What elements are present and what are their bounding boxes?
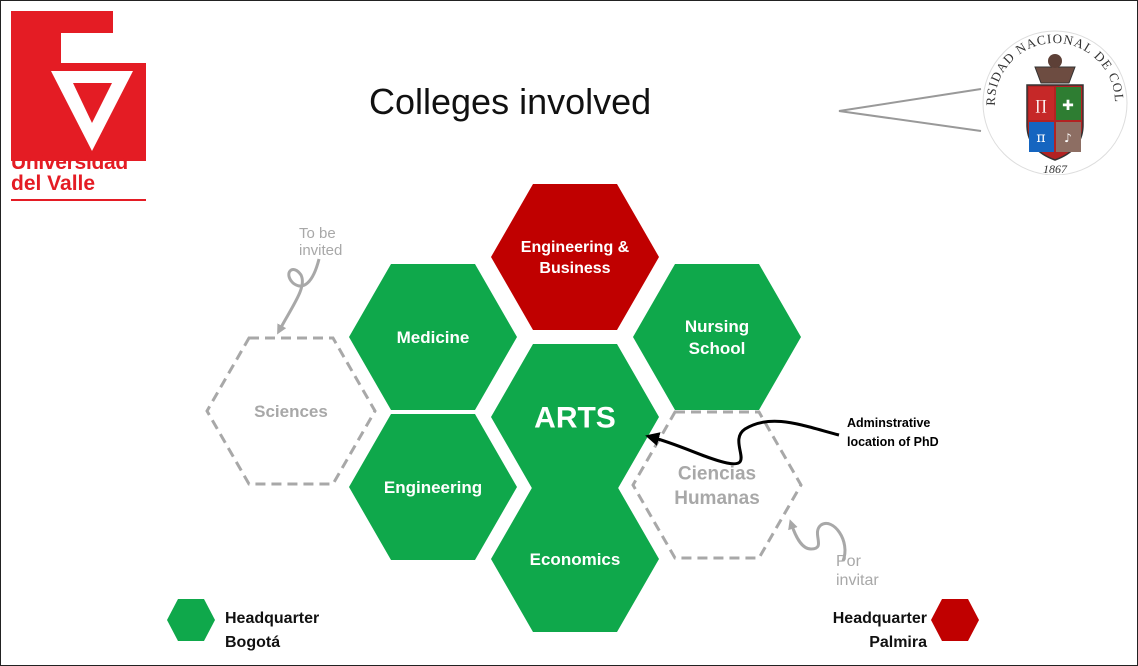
univalle-name-line2: del Valle <box>11 172 96 195</box>
to-be-invited-note: To be invited <box>299 225 342 259</box>
por-invitar-note: Por invitar <box>836 552 879 590</box>
univalle-name-line1: Universidad <box>11 151 128 174</box>
hexagon-shape-sciences <box>205 336 377 486</box>
hexagon-sciences: Sciences <box>205 336 377 486</box>
hexagon-label-nursing-school: Nursing <box>685 317 749 336</box>
legend-palmira-line1: Headquarter <box>832 610 927 627</box>
hexagon-label-engineering-business: Business <box>539 260 610 277</box>
unal-seal: UNIVERSIDAD NACIONAL DE COLOMBIA 1867 ∏ … <box>971 3 1133 176</box>
legend-bogota-line2: Bogotá <box>225 634 281 651</box>
por-invitar-line1: Por <box>836 553 861 570</box>
legend-bogota-line1: Headquarter <box>225 610 320 627</box>
hexagon-label-ciencias-humanas: Humanas <box>674 488 760 509</box>
svg-text:π: π <box>1036 130 1045 146</box>
page-title: Colleges involved <box>369 81 652 122</box>
hexagon-engineering-business: Engineering & Business <box>491 184 659 330</box>
hexagon-medicine: Medicine <box>349 264 517 410</box>
por-invitar-arrow <box>788 519 847 562</box>
hexagon-label-medicine: Medicine <box>397 328 470 347</box>
hexagon-shape-ciencias-humanas <box>631 410 803 560</box>
svg-text:✚: ✚ <box>1062 98 1074 114</box>
hexagon-economics: Economics <box>491 486 659 632</box>
hexagon-label-engineering-business: Engineering & <box>521 239 630 256</box>
admin-location-arrow <box>645 419 840 466</box>
hexagon-label-economics: Economics <box>530 550 621 569</box>
legend-palmira: Headquarter Palmira <box>805 607 927 655</box>
hexagon-label-arts: ARTS <box>534 402 616 435</box>
to-be-invited-line1: To be <box>299 225 336 242</box>
to-be-invited-arrow <box>277 258 321 335</box>
hexagon-shape-economics <box>491 486 659 632</box>
legend-palmira-line2: Palmira <box>869 634 927 651</box>
hexagon-engineering: Engineering <box>349 414 517 560</box>
hexagon-label-engineering: Engineering <box>384 478 482 497</box>
hexagon-shape-nursing-school <box>633 264 801 410</box>
hexagon-shape-engineering <box>349 414 517 560</box>
hexagon-shape-engineering-business <box>491 184 659 330</box>
hexagon-shape-medicine <box>349 264 517 410</box>
admin-location-note: Adminstrative location of PhD <box>847 414 939 452</box>
svg-text:∏: ∏ <box>1035 98 1046 114</box>
hexagon-arts: ARTS <box>491 344 659 490</box>
svg-text:♪: ♪ <box>1064 131 1072 145</box>
hexagon-shape-arts <box>491 344 659 490</box>
title-pointer <box>838 88 982 132</box>
por-invitar-line2: invitar <box>836 572 879 589</box>
legend-bogota-hex <box>167 599 215 641</box>
legend-bogota: Headquarter Bogotá <box>225 607 319 655</box>
to-be-invited-line2: invited <box>299 242 343 259</box>
hexagon-label-ciencias-humanas: Ciencias <box>678 463 756 484</box>
unal-seal-year: 1867 <box>1043 162 1068 175</box>
hexagon-label-nursing-school: School <box>689 339 746 358</box>
admin-location-line1: Adminstrative <box>847 416 931 430</box>
univalle-logo: Universidad del Valle <box>11 11 146 201</box>
admin-location-line2: location of PhD <box>847 435 939 449</box>
hexagon-label-sciences: Sciences <box>254 402 328 421</box>
legend-palmira-hex <box>931 599 979 641</box>
univalle-underline <box>11 199 146 201</box>
univalle-emblem-icon <box>11 11 146 161</box>
unal-shield-icon: ∏ ✚ π ♪ <box>1026 54 1084 161</box>
